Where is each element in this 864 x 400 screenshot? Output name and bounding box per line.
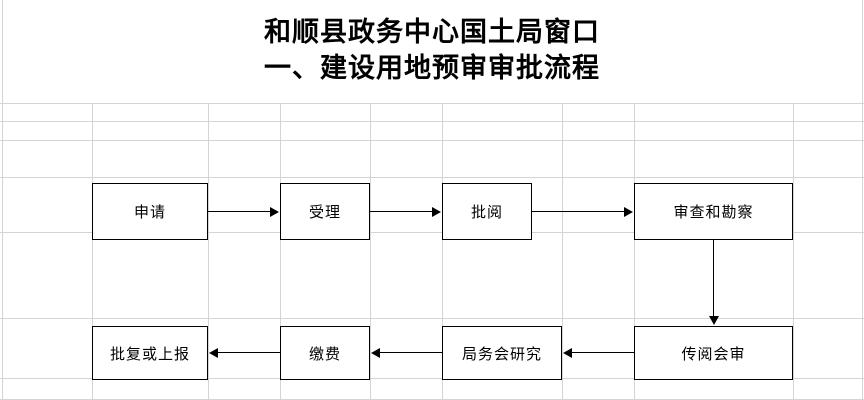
- arrow-right-icon: [432, 207, 441, 217]
- page-title: 和顺县政务中心国土局窗口 一、建设用地预审审批流程: [0, 14, 864, 86]
- arrow-down-icon: [709, 316, 719, 325]
- grid-col-line-0: [2, 103, 3, 400]
- title-line-2: 一、建设用地预审审批流程: [264, 53, 600, 84]
- arrow-left-icon: [209, 348, 218, 358]
- connector-chuanyue-to-juwuhui: [572, 352, 634, 354]
- grid-row-line-1: [0, 121, 864, 122]
- grid-row-line-3: [0, 177, 864, 178]
- connector-jiaofei-to-pifu: [218, 352, 280, 354]
- arrow-right-icon: [270, 207, 279, 217]
- grid-col-line-8: [793, 103, 794, 400]
- grid-row-line-0: [0, 103, 864, 104]
- arrow-right-icon: [624, 207, 633, 217]
- connector-shencha-to-chuanyue: [713, 240, 715, 318]
- flow-node-shenqing[interactable]: 申请: [92, 183, 208, 240]
- flow-node-pifuhuoshangbao[interactable]: 批复或上报: [92, 326, 208, 380]
- flow-node-piyue[interactable]: 批阅: [442, 183, 532, 240]
- arrow-left-icon: [563, 348, 572, 358]
- title-line-1: 和顺县政务中心国土局窗口: [264, 17, 600, 47]
- connector-shenqing-to-shouli: [208, 211, 271, 213]
- grid-row-line-5: [0, 318, 864, 319]
- connector-juwuhui-to-jiaofei: [380, 352, 442, 354]
- grid-row-line-2: [0, 140, 864, 141]
- grid-col-line-9: [862, 103, 863, 400]
- flow-node-jiaofei[interactable]: 缴费: [280, 326, 370, 380]
- arrow-left-icon: [371, 348, 380, 358]
- flow-node-chuanyuehuishen[interactable]: 传阅会审: [634, 326, 793, 380]
- flow-node-shenchahekancha[interactable]: 审查和勘察: [634, 183, 793, 240]
- flow-node-shouli[interactable]: 受理: [280, 183, 370, 240]
- connector-shouli-to-piyue: [370, 211, 433, 213]
- connector-piyue-to-shencha: [532, 211, 625, 213]
- flow-node-juwuhuiyanjiu[interactable]: 局务会研究: [442, 326, 562, 380]
